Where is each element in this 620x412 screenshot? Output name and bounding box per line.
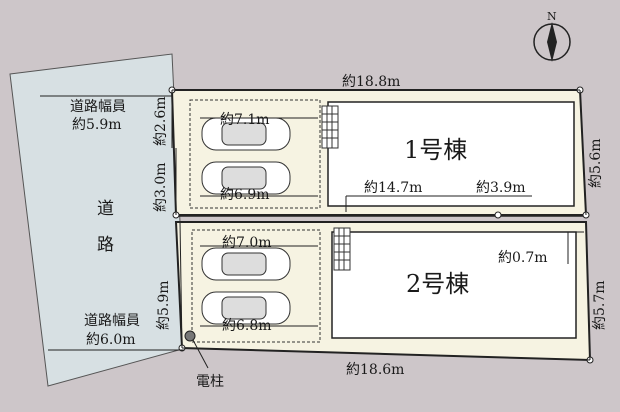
dim-lot2-bottom: 約18.6m	[346, 362, 404, 378]
road-width-bottom-label: 道路幅員	[84, 313, 140, 329]
dim-lot2-right: 約5.7m	[592, 280, 608, 330]
dim-lot1-parking-top: 約7.1m	[220, 112, 270, 128]
dim-lot2-setback: 約0.7m	[498, 250, 548, 266]
building-2-label: 2号棟	[406, 270, 469, 298]
compass-label: N	[547, 10, 557, 23]
road-label-bottom: 路	[97, 235, 114, 255]
lot-2-entrance-grid	[333, 227, 351, 271]
dim-line	[181, 347, 591, 361]
dim-lot2-parking-top: 約7.0m	[222, 235, 272, 251]
car-icon	[201, 291, 291, 325]
dim-lot2-front: 約5.9m	[156, 280, 172, 330]
dim-line	[179, 221, 183, 349]
dim-lot1-parking-bottom: 約6.9m	[220, 187, 270, 203]
dim-lot1-building-width: 約14.7m	[364, 180, 422, 196]
utility-pole-label: 電柱	[196, 374, 224, 390]
lot-1-parking	[189, 99, 321, 209]
road-width-bottom-value: 約6.0m	[86, 332, 136, 348]
dim-lot1-setback: 約3.9m	[476, 180, 526, 196]
dim-lot1-right: 約5.6m	[588, 138, 604, 188]
building-1	[327, 101, 575, 207]
dim-lot1-front-lower: 約3.0m	[153, 162, 169, 212]
dim-lot1-top: 約18.8m	[342, 74, 400, 90]
dim-lot2-parking-bottom: 約6.8m	[222, 318, 272, 334]
road-width-top-value: 約5.9m	[72, 117, 122, 133]
dim-line	[579, 89, 587, 216]
road-label-top: 道	[97, 199, 114, 219]
road-width-top-label: 道路幅員	[70, 99, 126, 115]
car-icon	[201, 247, 291, 281]
boundary-marker	[494, 211, 502, 219]
utility-pole-icon	[184, 330, 196, 342]
building-1-label: 1号棟	[404, 136, 467, 164]
compass-icon	[533, 22, 571, 62]
car-icon	[201, 161, 291, 195]
car-icon	[201, 117, 291, 151]
lot-1-entrance-grid	[321, 105, 339, 149]
dim-lot1-front-upper: 約2.6m	[153, 96, 169, 146]
building-2	[331, 231, 577, 339]
utility-pole-leader	[192, 339, 209, 369]
dim-line	[585, 221, 591, 361]
